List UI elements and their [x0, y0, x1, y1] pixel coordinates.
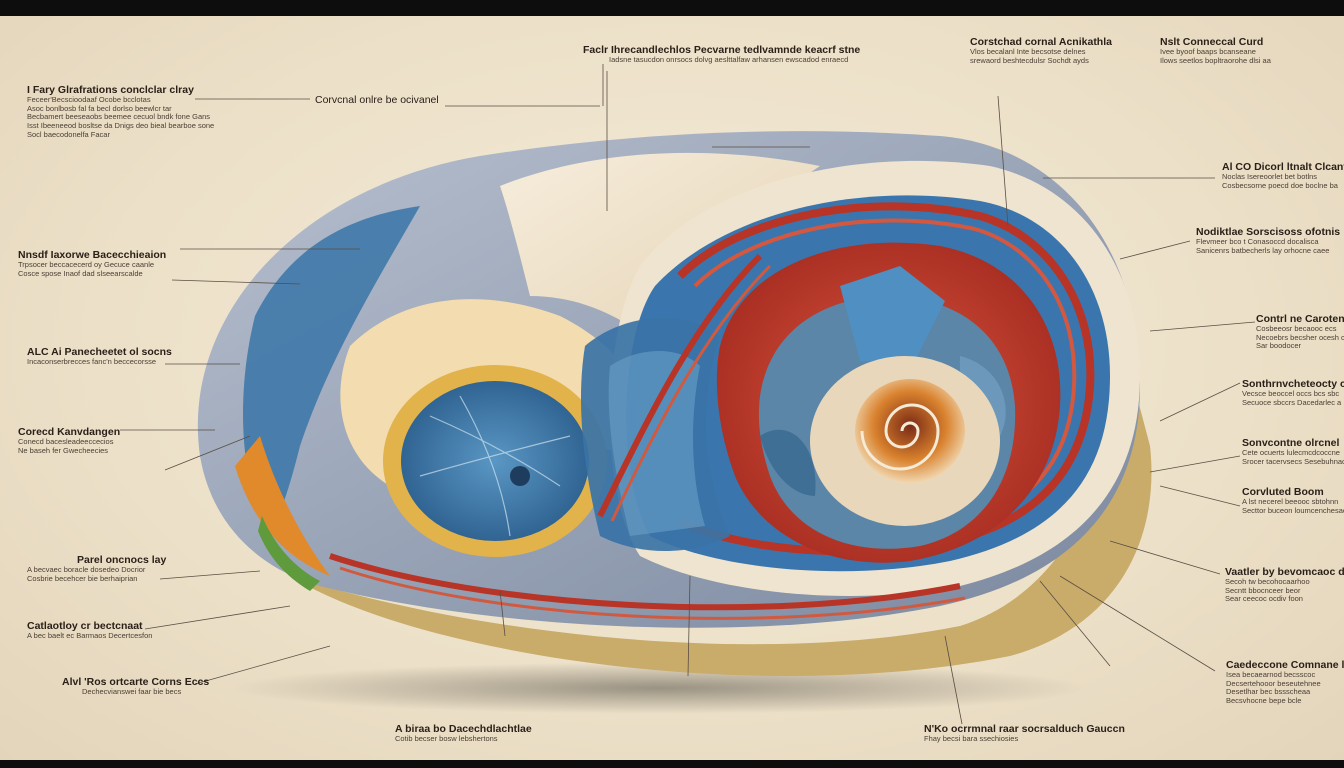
label-top-right-b: Nslt Conneccal Curd Ivee byoof baaps bca… — [1160, 36, 1340, 65]
label-desc: Feceer'Becscioodaaf Ocobe bcclotas Asoc … — [27, 95, 215, 139]
label-top-right-a: Corstchad cornal Acnikathla Vlos becalan… — [970, 36, 1140, 65]
label-desc: Trpsocer beccacecerd oy Gecuce caanle Co… — [18, 260, 155, 278]
label-title: Corecd Kanvdangen — [18, 426, 121, 438]
label-desc: Fhay becsi bara ssechiosies — [924, 734, 1019, 744]
label-right-6: Corvluted Boom A lst necerel beeooc sbto… — [1242, 486, 1344, 515]
anatomy-illustration: Faclr Ihrecandlechlos Pecvarne tedlvamnd… — [0, 16, 1344, 760]
blue-disc — [401, 381, 589, 541]
left-green-strip — [258, 516, 320, 591]
organ-cross-section-diagram — [120, 64, 1256, 725]
label-right-8: Caedeccone Comnane l Isea becaearnod bec… — [1226, 659, 1344, 706]
label-left-6: Catlaotloy cr bectcnaat A bec baelt ec B… — [27, 620, 177, 641]
label-left-3: ALC Ai Panecheetet ol socns Incaconserbr… — [27, 346, 177, 367]
label-title: Corstchad cornal Acnikathla — [970, 36, 1112, 48]
blue-disc-center — [510, 466, 530, 486]
label-right-4: Sonthrnvcheteocty ctr Vecsce beoccel occ… — [1242, 378, 1344, 407]
label-desc: Iadsne tasucdon onrsocs dolvg aeslttalfa… — [609, 55, 849, 65]
label-left-1: I Fary Glrafrations conclclar clray Fece… — [27, 84, 307, 139]
label-title: N'Ko ocrrmnal raar socrsalduch Gauccn — [924, 723, 1125, 735]
middle-blue-folds-light — [608, 351, 705, 536]
label-desc: A becvaec boracle dosedeo Docrior Cosbri… — [27, 565, 146, 583]
blue-petal-top — [840, 266, 945, 361]
label-desc: A lst necerel beeooc sbtohnn Secttor buc… — [1242, 497, 1344, 515]
label-desc: Dechecvianswei faar bie becs — [82, 687, 182, 697]
label-desc: A bec baelt ec Barmaos Decertcesfon — [27, 631, 153, 641]
label-bottom-2: N'Ko ocrrmnal raar socrsalduch Gauccn Fh… — [924, 723, 1125, 744]
label-right-7: Vaatler by bevomcaoc dcoa Secoh tw becoh… — [1225, 566, 1344, 604]
label-desc: Flevmeer bco t Conasoccd docalisca Sanic… — [1196, 237, 1330, 255]
label-title: Alvl 'Ros ortcarte Corns Eccs — [62, 676, 210, 688]
label-title: Corvluted Boom — [1242, 486, 1324, 498]
label-title: I Fary Glrafrations conclclar clray — [27, 84, 194, 96]
label-right-3: Contrl ne Caroten Cosbeeosr becaooc ecs … — [1256, 313, 1344, 351]
label-desc: Conecd bacesleadeeccecios Ne baseh fer G… — [18, 437, 114, 455]
label-title: Parel oncnocs lay — [77, 554, 167, 566]
blue-petal-left — [760, 429, 816, 496]
left-orange-wedge — [235, 436, 330, 576]
red-band-inner — [693, 218, 1077, 530]
diagonal-red-vessel-2 — [610, 264, 772, 522]
label-title: Nodiktlae Sorscisoss ofotnis — [1196, 226, 1341, 238]
label-desc: Noclas Isereoorlet bet botlns Cosbecsorn… — [1222, 172, 1338, 190]
label-title: Vaatler by bevomcaoc dcoa — [1225, 566, 1344, 578]
left-blue-lobe — [243, 206, 420, 536]
label-desc: Cotib becser bosw lebshertons — [395, 734, 498, 744]
label-left-2: Nnsdf Iaxorwe Bacecchieaion Trpsocer bec… — [18, 249, 188, 278]
label-title: ALC Ai Panecheetet ol socns — [27, 346, 172, 358]
label-desc: Cete ocuerts lulecmcdcoccne Srocer tacer… — [1242, 448, 1344, 466]
lower-red-vessels-2 — [339, 566, 966, 620]
label-desc: Cosbeeosr becaooc ecs Necoebrs becsher o… — [1256, 324, 1344, 351]
label-left-4: Corecd Kanvdangen Conecd bacesleadeeccec… — [18, 426, 138, 455]
label-title: Faclr Ihrecandlechlos Pecvarne tedlvamnd… — [583, 44, 861, 56]
label-title: Catlaotloy cr bectcnaat — [27, 620, 143, 632]
label-bottom-1: A biraa bo Dacechdlachtlae Cotib becser … — [395, 723, 545, 744]
label-title: Nslt Conneccal Curd — [1160, 36, 1264, 48]
label-title: Caedeccone Comnane l — [1226, 659, 1344, 671]
label-title: Al CO Dicorl ltnalt Clcanth — [1222, 161, 1344, 173]
blue-disc-fibers — [419, 395, 571, 537]
spiral-lines — [860, 403, 940, 471]
label-right-5: Sonvcontne olrcnel Cete ocuerts lulecmcd… — [1242, 437, 1344, 466]
label-desc: Vecsce beoccel occs bcs sbc Secuoce sbcc… — [1242, 389, 1342, 407]
label-left-callout: Corvcnal onlre be ocivanel — [315, 94, 455, 106]
label-desc: Incaconserbrecces fanc'n beccecorsse — [27, 357, 156, 367]
drop-shadow — [230, 662, 1090, 714]
label-title: Nnsdf Iaxorwe Bacecchieaion — [18, 249, 167, 261]
spiral-core — [855, 379, 965, 483]
label-title: A biraa bo Dacechdlachtlae — [395, 723, 532, 735]
label-desc: Ivee byoof baaps bcanseane Ilows seetlos… — [1160, 47, 1271, 65]
label-desc: Secoh tw becohocaarhoo Secntt bbocnceer … — [1225, 577, 1310, 604]
label-title: Sonthrnvcheteocty ctr — [1242, 378, 1344, 390]
leader-lines — [120, 64, 1256, 725]
label-desc: Isea becaearnod becsscoc Decsertehooor b… — [1226, 670, 1321, 705]
lower-red-vessels — [329, 553, 961, 611]
label-title: Corvcnal onlre be ocivanel — [315, 94, 439, 106]
label-left-5: Parel oncnocs lay A becvaec boracle dose… — [27, 554, 177, 583]
label-title: Contrl ne Caroten — [1256, 313, 1344, 325]
label-desc: Vlos becalanl Inte becsotse delnes srewa… — [970, 47, 1089, 65]
label-title: Sonvcontne olrcnel — [1242, 437, 1340, 449]
label-top-center: Faclr Ihrecandlechlos Pecvarne tedlvamnd… — [583, 44, 883, 65]
label-left-7: Alvl 'Ros ortcarte Corns Eccs Dechecvian… — [62, 676, 212, 697]
label-right-1: Al CO Dicorl ltnalt Clcanth Noclas Isere… — [1222, 161, 1344, 190]
diagonal-red-vessel — [597, 253, 763, 518]
label-right-2: Nodiktlae Sorscisoss ofotnis Flevmeer bc… — [1196, 226, 1342, 255]
